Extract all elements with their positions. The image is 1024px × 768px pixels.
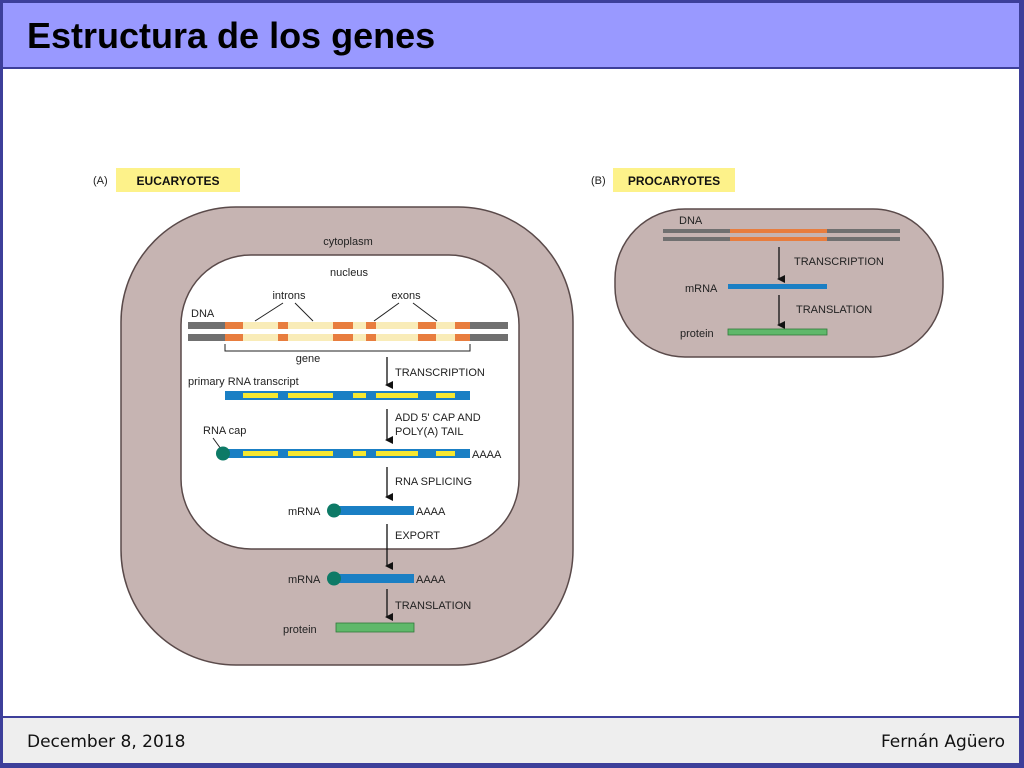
polya-tail-3: AAAA — [416, 574, 446, 586]
footer: December 8, 2018 Fernán Agüero — [3, 716, 1019, 763]
prokaryote-mrna — [728, 284, 827, 289]
introns-label: introns — [272, 290, 306, 302]
dna-label-prokaryote: DNA — [679, 215, 703, 227]
polya-tail-2: AAAA — [416, 506, 446, 518]
title-bar: Estructura de los genes — [3, 3, 1019, 69]
polya-tail-1: AAAA — [472, 449, 502, 461]
protein-label-prokaryote: protein — [680, 328, 714, 340]
rna-splicing-label: RNA SPLICING — [395, 476, 472, 488]
primary-rna-transcript — [225, 391, 470, 400]
slide-title: Estructura de los genes — [27, 15, 436, 56]
prokaryotes-label: PROCARYOTES — [628, 174, 720, 188]
slide: Estructura de los genes (A) EUCARYOTES c… — [3, 3, 1019, 763]
cytoplasmic-mrna — [327, 571, 414, 586]
translation-label-eukaryote: TRANSLATION — [395, 600, 471, 612]
nucleus-label: nucleus — [330, 267, 368, 279]
mrna-label-nuclear: mRNA — [288, 506, 321, 518]
rna-cap-label: RNA cap — [203, 425, 246, 437]
protein-label-eukaryote: protein — [283, 624, 317, 636]
capped-rna-transcript — [216, 446, 470, 461]
mrna-label-cytoplasmic: mRNA — [288, 574, 321, 586]
mrna-label-prokaryote: mRNA — [685, 283, 718, 295]
panel-b-letter: (B) — [591, 175, 606, 187]
protein-prokaryote — [727, 328, 828, 336]
label-pointer-lines — [254, 302, 438, 322]
exons-label: exons — [391, 290, 421, 302]
nucleus — [180, 254, 520, 550]
prokaryotes-label-box — [613, 168, 735, 192]
transcription-label-eukaryote: TRANSCRIPTION — [395, 367, 485, 379]
primary-transcript-label: primary RNA transcript — [188, 376, 299, 388]
nuclear-mrna — [327, 503, 414, 518]
cap-tail-label-line2: POLY(A) TAIL — [395, 426, 463, 438]
gene-label: gene — [296, 353, 320, 365]
dna-label-eukaryote: DNA — [191, 308, 215, 320]
panel-a-letter: (A) — [93, 175, 108, 187]
protein-eukaryote — [335, 622, 415, 633]
gene-bracket — [224, 344, 471, 352]
prokaryote-dna — [663, 229, 900, 241]
export-label: EXPORT — [395, 530, 440, 542]
eukaryotes-label-box — [116, 168, 240, 192]
cap-tail-label-line1: ADD 5' CAP AND — [395, 412, 481, 424]
eukaryote-dna — [188, 322, 508, 341]
rna-cap-pointer — [212, 437, 222, 450]
gene-expression-diagram: (A) EUCARYOTES cytoplasm nucleus introns… — [93, 168, 944, 666]
eukaryotes-label: EUCARYOTES — [137, 174, 220, 188]
cytoplasm-label: cytoplasm — [323, 236, 373, 248]
footer-date: December 8, 2018 — [27, 732, 186, 752]
prokaryote-cell — [614, 208, 944, 358]
footer-author: Fernán Agüero — [880, 732, 1005, 752]
transcription-label-prokaryote: TRANSCRIPTION — [794, 256, 884, 268]
translation-label-prokaryote: TRANSLATION — [796, 304, 872, 316]
